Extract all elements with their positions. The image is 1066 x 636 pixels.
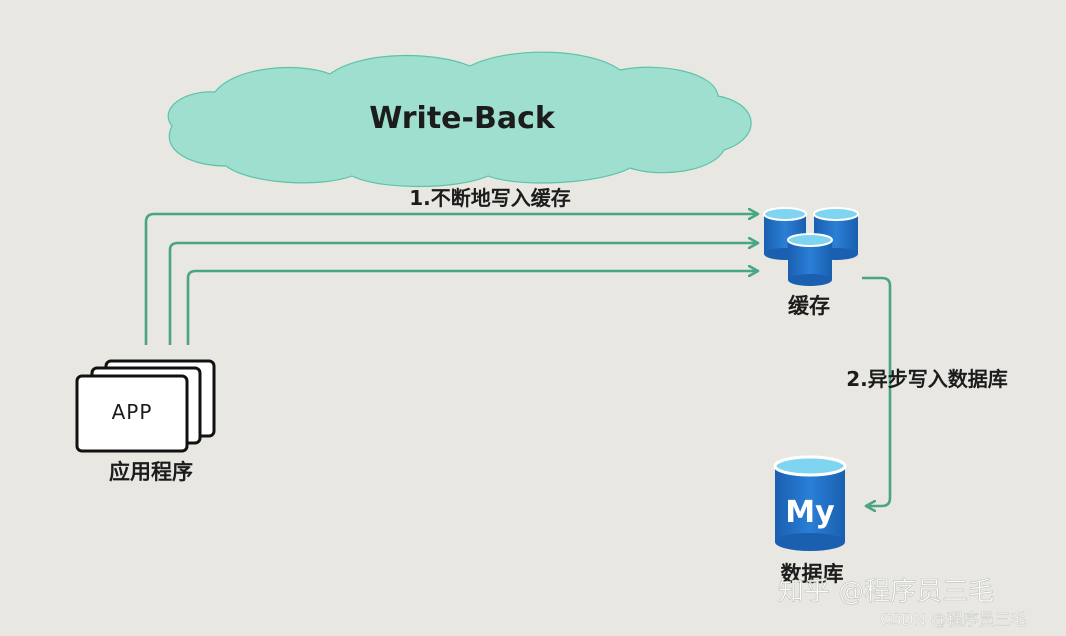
- db-label: 数据库: [781, 562, 844, 586]
- step2-label: 2.异步写入数据库: [846, 367, 1008, 391]
- database-icon: [773, 455, 847, 551]
- cloud-shape: [167, 51, 752, 188]
- write-arrow-3: [186, 271, 758, 345]
- csdn-watermark: CSDN @程序员三毛: [880, 610, 1027, 629]
- app-label: 应用程序: [109, 460, 193, 484]
- app-icon: [75, 359, 216, 453]
- write-arrow-2: [168, 243, 758, 345]
- cache-icon: [763, 207, 859, 286]
- app-box-text: APP: [112, 400, 153, 424]
- step1-label: 1.不断地写入缓存: [409, 186, 571, 210]
- db-logo-text: My: [785, 495, 835, 530]
- cache-label: 缓存: [788, 294, 830, 318]
- zhihu-watermark: 知乎 @程序员三毛: [778, 577, 994, 607]
- diagram-title: Write-Back: [369, 101, 556, 136]
- write-arrow-1: [144, 214, 758, 345]
- async-write-arrow: [862, 276, 892, 506]
